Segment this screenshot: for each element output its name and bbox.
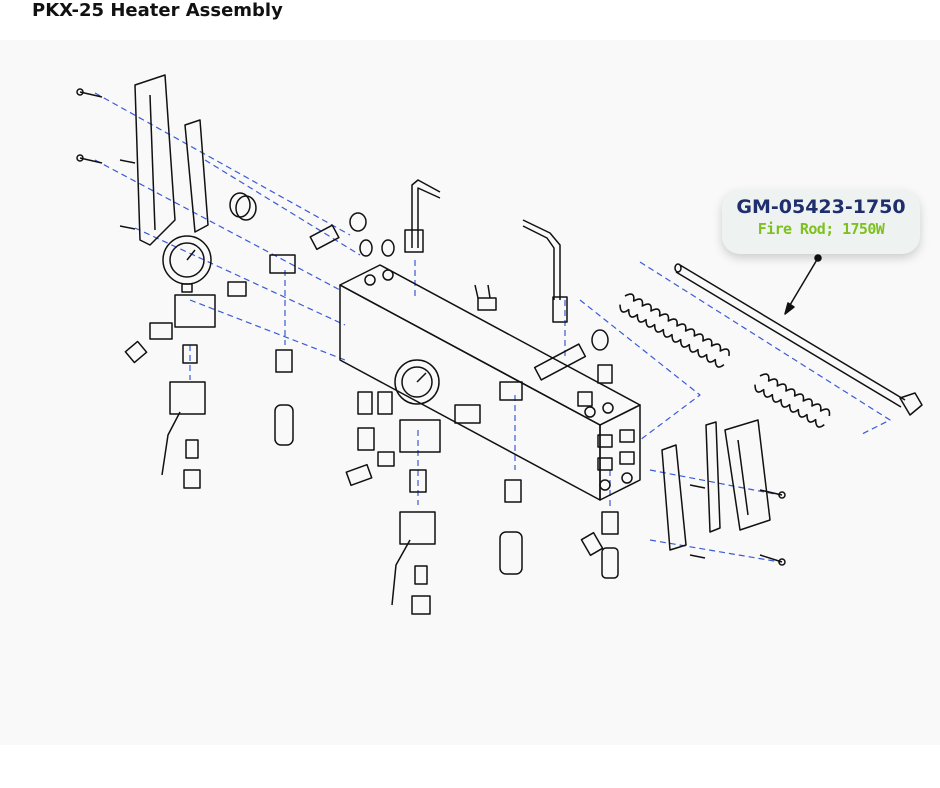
- left-bolts: [76, 88, 136, 230]
- fire-rod: [674, 263, 923, 416]
- thermocouple-left: [404, 179, 441, 253]
- alignment-leaders: [94, 92, 891, 563]
- part-callout: GM-05423-1750 Fire Rod; 1750W: [722, 190, 920, 254]
- callout-description: Fire Rod; 1750W: [757, 220, 885, 238]
- diagram-title: PKX-25 Heater Assembly: [32, 0, 283, 21]
- callout-arrow: [784, 254, 822, 315]
- pressure-gauge-left: [162, 235, 212, 293]
- heater-coil: [619, 293, 831, 428]
- plug: [229, 192, 257, 221]
- right-mounting-bracket: [661, 419, 786, 566]
- pressure-gauge-right: [394, 359, 440, 405]
- left-mounting-bracket: [134, 74, 209, 246]
- exploded-view-area: [0, 40, 940, 745]
- callout-part-number: GM-05423-1750: [736, 196, 906, 218]
- fittings: [124, 212, 619, 615]
- thermocouple-right: [522, 219, 568, 323]
- heater-block: [339, 264, 641, 501]
- sensor-bracket: [474, 284, 497, 311]
